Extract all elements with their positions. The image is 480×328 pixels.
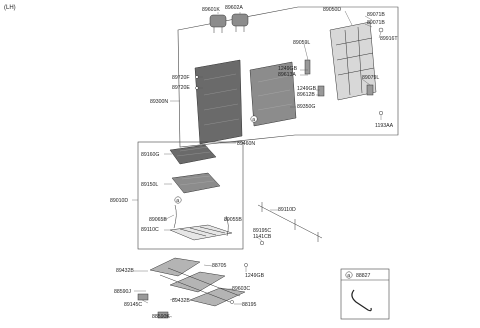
label-89160G: 89160G — [141, 152, 159, 158]
label-89055B: 89055B — [224, 217, 242, 223]
label-89720E: 89720E — [172, 85, 190, 91]
bracket-89055B — [225, 215, 229, 237]
bracket-89612B — [317, 85, 325, 97]
label-89110D: 89110D — [278, 207, 296, 213]
cushion-assembly-box — [137, 141, 244, 250]
bracket-89145C — [137, 293, 149, 301]
crossbar-89110D — [257, 202, 323, 242]
label-88705: 88705 — [212, 263, 227, 269]
legend-box — [340, 268, 390, 320]
label-89079L: 89079L — [362, 75, 379, 81]
headrest-left — [209, 14, 227, 33]
callout-a-back-label: a — [252, 117, 255, 123]
label-89350G: 89350G — [297, 104, 315, 110]
label-89010D: 89010D — [110, 198, 128, 204]
label-89050D: 89050D — [323, 7, 341, 13]
label-1249GB-c: 1249GB — [245, 273, 265, 279]
variant-label: (LH) — [4, 5, 16, 11]
label-88195: 88195 — [242, 302, 257, 308]
bolt-89195C — [259, 240, 265, 246]
seatback-frame — [329, 21, 377, 101]
bracket-88590K — [157, 311, 169, 319]
headrest-right — [231, 13, 249, 32]
label-1249GB-b: 1249GB — [297, 86, 317, 92]
cushion-pad — [171, 172, 221, 194]
legend-callout-a — [345, 271, 353, 279]
label-89603C: 89603C — [232, 286, 250, 292]
label-89110C: 89110C — [141, 227, 159, 233]
label-89602A: 89602A — [225, 5, 243, 11]
label-89916T: 89916T — [380, 36, 398, 42]
label-89145C: 89145C — [124, 302, 142, 308]
seatback-cushion — [194, 59, 243, 145]
bolt-89916T — [378, 27, 384, 33]
label-89720F: 89720F — [172, 75, 190, 81]
bracket-89079L — [366, 84, 374, 96]
cushion-frame — [169, 224, 233, 241]
bracket-89065B — [173, 204, 177, 229]
bolt-88195 — [230, 300, 234, 304]
seatback-cover — [249, 61, 297, 127]
label-89071B-b: 89071B — [367, 20, 385, 26]
wire-clip-88827 — [351, 289, 372, 312]
label-89613A: 89613A — [278, 72, 296, 78]
seat-track-assembly — [149, 257, 246, 307]
label-88590K: 88590K — [152, 314, 170, 320]
label-89195C: 89195C — [253, 228, 271, 234]
callout-a-cushion — [174, 196, 182, 204]
cushion-cover — [169, 144, 217, 165]
label-89065B: 89065B — [149, 217, 167, 223]
callout-a-cushion-label: a — [176, 198, 179, 204]
label-88590J: 88590J — [114, 289, 131, 295]
label-89432B-a: 89432B — [116, 268, 134, 274]
bolt-1249GB-c — [244, 263, 248, 267]
bolt-1193AA — [378, 110, 384, 116]
legend-callout-a-label: a — [347, 273, 350, 279]
label-89059L: 89059L — [293, 40, 310, 46]
label-89612B: 89612B — [297, 92, 315, 98]
label-1249GB-a: 1249GB — [278, 66, 298, 72]
label-89150L: 89150L — [141, 182, 158, 188]
bracket-89059L — [304, 59, 311, 75]
label-89432B-b: 89432B — [172, 298, 190, 304]
label-89071B-a: 89071B — [367, 12, 385, 18]
callout-a-back — [250, 115, 258, 123]
label-89460N: 89460N — [237, 141, 255, 147]
label-88827: 88827 — [356, 273, 371, 279]
label-89300N: 89300N — [150, 99, 168, 105]
label-89601K: 89601K — [202, 7, 220, 13]
label-1141CB: 1141CB — [253, 234, 272, 240]
seatback-assembly-box — [177, 6, 399, 148]
label-1193AA: 1193AA — [375, 123, 394, 129]
